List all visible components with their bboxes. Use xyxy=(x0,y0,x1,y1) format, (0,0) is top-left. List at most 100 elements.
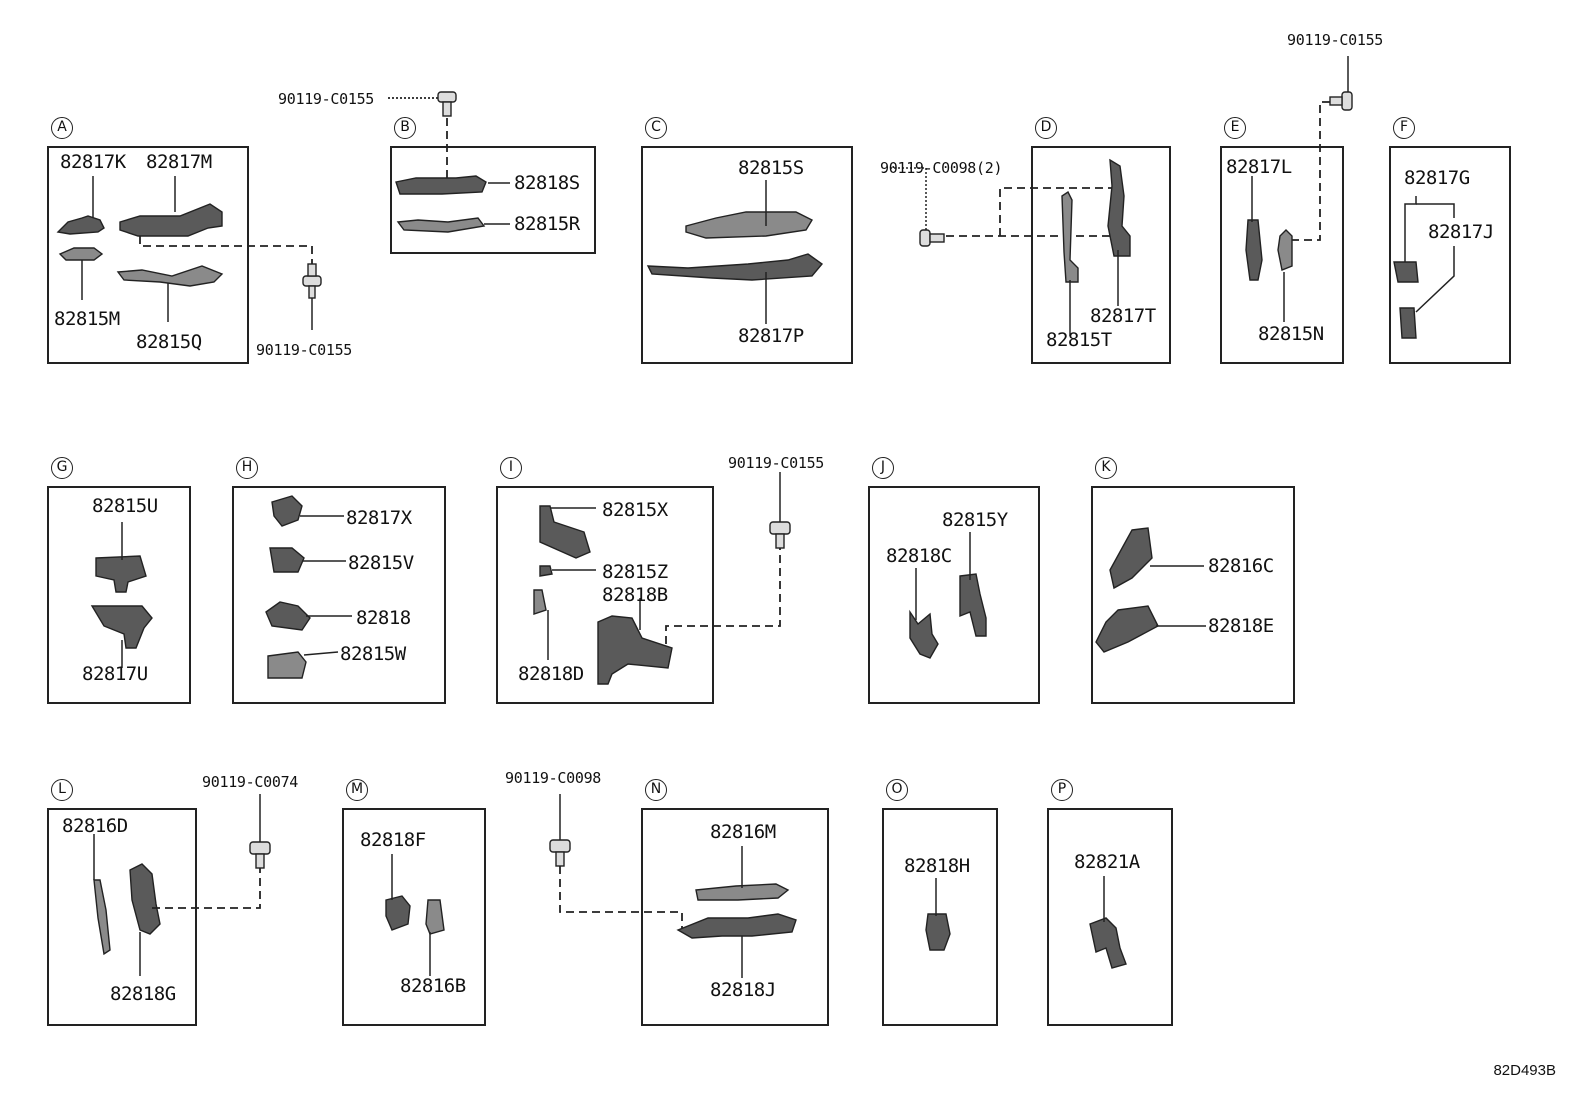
section-box-c xyxy=(641,146,853,364)
section-box-l xyxy=(47,808,197,1026)
part-label-82818g[interactable]: 82818G xyxy=(110,983,176,1005)
part-82815S-shape xyxy=(685,211,813,239)
section-box-i xyxy=(496,486,714,704)
section-box-d xyxy=(1031,146,1171,364)
part-label-82815n[interactable]: 82815N xyxy=(1258,323,1324,345)
section-label-j: J xyxy=(872,457,894,479)
part-82815W-shape xyxy=(267,651,307,679)
part-82817T-shape xyxy=(1107,158,1131,257)
part-label-82818h[interactable]: 82818H xyxy=(904,855,970,877)
section-label-f: F xyxy=(1393,117,1415,139)
bolt-label-i[interactable]: 90119-C0155 xyxy=(728,454,825,472)
part-label-82818b[interactable]: 82818B xyxy=(602,584,668,606)
section-label-m: M xyxy=(346,779,368,801)
part-label-82815y[interactable]: 82815Y xyxy=(942,509,1008,531)
bolt-label-e[interactable]: 90119-C0155 xyxy=(1287,31,1384,49)
section-label-l: L xyxy=(51,779,73,801)
part-label-82818[interactable]: 82818 xyxy=(356,607,411,629)
bolt-i-shape xyxy=(769,521,791,549)
section-box-m xyxy=(342,808,486,1026)
part-label-82815r[interactable]: 82815R xyxy=(514,213,580,235)
part-label-82815v[interactable]: 82815V xyxy=(348,552,414,574)
part-label-82818j[interactable]: 82818J xyxy=(710,979,776,1001)
part-label-82815w[interactable]: 82815W xyxy=(340,643,406,665)
section-label-o: O xyxy=(886,779,908,801)
part-label-82817l[interactable]: 82817L xyxy=(1226,156,1292,178)
part-label-82816d[interactable]: 82816D xyxy=(62,815,128,837)
part-label-82815q[interactable]: 82815Q xyxy=(136,331,202,353)
part-label-82815s[interactable]: 82815S xyxy=(738,157,804,179)
part-82818B-shape xyxy=(597,615,673,685)
section-label-a: A xyxy=(51,117,73,139)
part-label-82818e[interactable]: 82818E xyxy=(1208,615,1274,637)
part-82818D-shape xyxy=(533,589,547,615)
part-label-82817j[interactable]: 82817J xyxy=(1428,221,1494,243)
part-label-82818f[interactable]: 82818F xyxy=(360,829,426,851)
part-82817X-shape xyxy=(271,495,303,527)
bolt-label-b[interactable]: 90119-C0155 xyxy=(278,90,375,108)
section-box-e xyxy=(1220,146,1344,364)
part-label-82821a[interactable]: 82821A xyxy=(1074,851,1140,873)
part-label-82817g[interactable]: 82817G xyxy=(1404,167,1470,189)
section-box-a xyxy=(47,146,249,364)
section-box-b xyxy=(390,146,596,254)
section-label-n: N xyxy=(645,779,667,801)
section-box-p xyxy=(1047,808,1173,1026)
part-label-82818c[interactable]: 82818C xyxy=(886,545,952,567)
part-82816B-shape xyxy=(425,899,445,935)
part-82818H-shape xyxy=(925,913,951,951)
part-82815T-shape xyxy=(1061,190,1079,283)
bolt-d-shape xyxy=(919,229,945,247)
part-82818E-shape xyxy=(1095,605,1159,653)
bolt-b-shape xyxy=(437,91,457,117)
part-label-82817u[interactable]: 82817U xyxy=(82,663,148,685)
part-label-82817t[interactable]: 82817T xyxy=(1090,305,1156,327)
section-label-b: B xyxy=(394,117,416,139)
part-82815Y-shape xyxy=(959,573,987,637)
part-82815R-shape xyxy=(396,217,486,233)
part-label-82817m[interactable]: 82817M xyxy=(146,151,212,173)
part-82817G-shape xyxy=(1393,261,1419,283)
part-label-82815x[interactable]: 82815X xyxy=(602,499,668,521)
part-label-82815u[interactable]: 82815U xyxy=(92,495,158,517)
bolt-label-l[interactable]: 90119-C0074 xyxy=(202,773,299,791)
part-label-82818s[interactable]: 82818S xyxy=(514,172,580,194)
part-82817L-shape xyxy=(1245,219,1263,281)
section-label-g: G xyxy=(51,457,73,479)
diagram-reference-code: 82D493B xyxy=(1493,1062,1556,1079)
section-box-o xyxy=(882,808,998,1026)
part-label-82817p[interactable]: 82817P xyxy=(738,325,804,347)
part-82818C-shape xyxy=(909,609,939,659)
bolt-label-a[interactable]: 90119-C0155 xyxy=(256,341,353,359)
section-box-j xyxy=(868,486,1040,704)
bolt-a-shape xyxy=(302,263,322,299)
section-label-p: P xyxy=(1051,779,1073,801)
section-label-k: K xyxy=(1095,457,1117,479)
part-label-82815z[interactable]: 82815Z xyxy=(602,561,668,583)
section-box-n xyxy=(641,808,829,1026)
bolt-label-d[interactable]: 90119-C0098(2) xyxy=(880,159,1003,177)
part-label-82816m[interactable]: 82816M xyxy=(710,821,776,843)
part-82815M-shape xyxy=(58,247,104,261)
bolt-l-shape xyxy=(249,841,271,869)
part-label-82815t[interactable]: 82815T xyxy=(1046,329,1112,351)
part-82817P-shape xyxy=(646,253,824,281)
part-label-82816c[interactable]: 82816C xyxy=(1208,555,1274,577)
section-box-h xyxy=(232,486,446,704)
part-82821A-shape xyxy=(1089,917,1127,969)
section-label-i: I xyxy=(500,457,522,479)
part-label-82818d[interactable]: 82818D xyxy=(518,663,584,685)
part-82815Z-shape xyxy=(539,565,553,577)
part-82815Q-shape xyxy=(116,265,224,287)
bolt-n-shape xyxy=(549,839,571,867)
part-label-82817x[interactable]: 82817X xyxy=(346,507,412,529)
bolt-label-n[interactable]: 90119-C0098 xyxy=(505,769,602,787)
part-label-82817k[interactable]: 82817K xyxy=(60,151,126,173)
part-82815V-shape xyxy=(269,547,305,573)
part-82818S-shape xyxy=(395,175,487,195)
part-label-82815m[interactable]: 82815M xyxy=(54,308,120,330)
part-82817M-shape xyxy=(119,203,223,237)
bolt-e-shape xyxy=(1329,91,1353,111)
part-label-82816b[interactable]: 82816B xyxy=(400,975,466,997)
